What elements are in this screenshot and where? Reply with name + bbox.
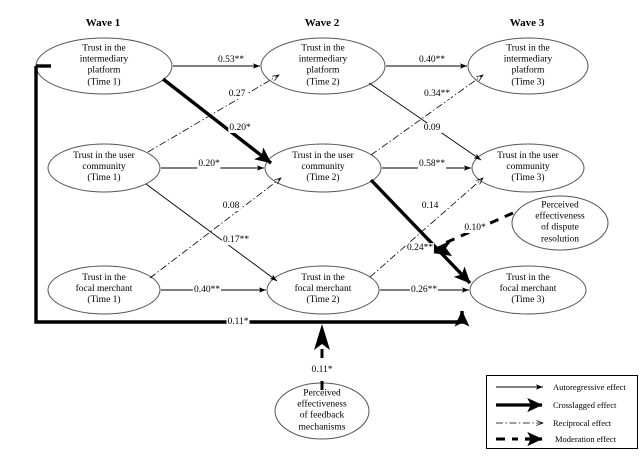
node-feedback-mechanisms (274, 382, 370, 440)
edge-label-cross-1: 0.20* (228, 123, 252, 133)
moderation-edges (320, 211, 514, 390)
edge-label-mod-1: 0.10* (463, 223, 487, 233)
node-merch-t3 (469, 265, 587, 315)
legend-label-reciprocal: Reciprocal effect (553, 418, 612, 428)
node-comm-t3 (471, 143, 585, 193)
legend-label-crosslagged: Crosslagged effect (553, 400, 617, 410)
node-comm-t2 (264, 143, 382, 193)
edge-cross-0-20 (161, 77, 273, 165)
node-dispute-resolution (511, 195, 609, 251)
node-merch-t1 (47, 265, 161, 315)
edge-label-thin-1: 0.17** (221, 235, 251, 245)
edge-recip-0-14 (369, 178, 483, 278)
legend: Autoregressive effect Crosslagged effect… (486, 375, 638, 449)
legend-label-moderation: Moderation effect (555, 434, 616, 444)
node-plat-t1 (35, 37, 173, 95)
moderation-arrowheads (314, 240, 452, 350)
edge-label-cross-3: 0.11* (226, 317, 250, 327)
autoregressive-edges (145, 63, 482, 293)
edge-label-merch-auto-1: 0.40** (192, 285, 222, 295)
legend-label-autoregressive: Autoregressive effect (553, 382, 626, 392)
wave-header-2: Wave 2 (304, 17, 340, 29)
crosslagged-edges (34, 66, 472, 327)
edge-label-recip-3: 0.34** (422, 89, 452, 99)
wave-header-1: Wave 1 (85, 17, 121, 29)
node-plat-t2 (260, 37, 386, 95)
edge-label-cross-2: 0.24** (405, 243, 435, 253)
edge-cross-0-24 (369, 178, 472, 285)
edge-label-comm-auto-1: 0.20* (197, 159, 221, 169)
edge-recip-0-08 (149, 178, 281, 279)
edge-label-merch-auto-2: 0.26** (409, 285, 439, 295)
legend-symbols (496, 384, 637, 447)
node-ellipses (35, 37, 609, 440)
edge-thin-0-09 (368, 82, 482, 161)
edge-label-recip-1: 0.27 (227, 89, 247, 99)
edge-recip-0-27 (147, 75, 279, 153)
reciprocal-edges (147, 75, 483, 279)
node-plat-t3 (467, 37, 589, 95)
node-comm-t1 (47, 143, 161, 193)
edge-label-mod-2: 0.11* (310, 365, 334, 375)
node-merch-t2 (266, 265, 380, 315)
edge-cross-0-11 (34, 66, 470, 327)
edge-label-comm-auto-2: 0.58** (417, 159, 447, 169)
edge-recip-0-34 (370, 75, 483, 156)
mod-arrowhead-feedback (314, 324, 330, 350)
edge-label-plat-auto-2: 0.40** (417, 55, 447, 65)
wave-header-3: Wave 3 (509, 17, 545, 29)
edge-label-thin-2: 0.09 (422, 123, 442, 133)
edge-label-recip-4: 0.14 (420, 201, 440, 211)
edge-thin-0-17 (145, 183, 278, 282)
edge-label-recip-2: 0.08 (221, 201, 241, 211)
edge-label-plat-auto-1: 0.53** (216, 55, 246, 65)
